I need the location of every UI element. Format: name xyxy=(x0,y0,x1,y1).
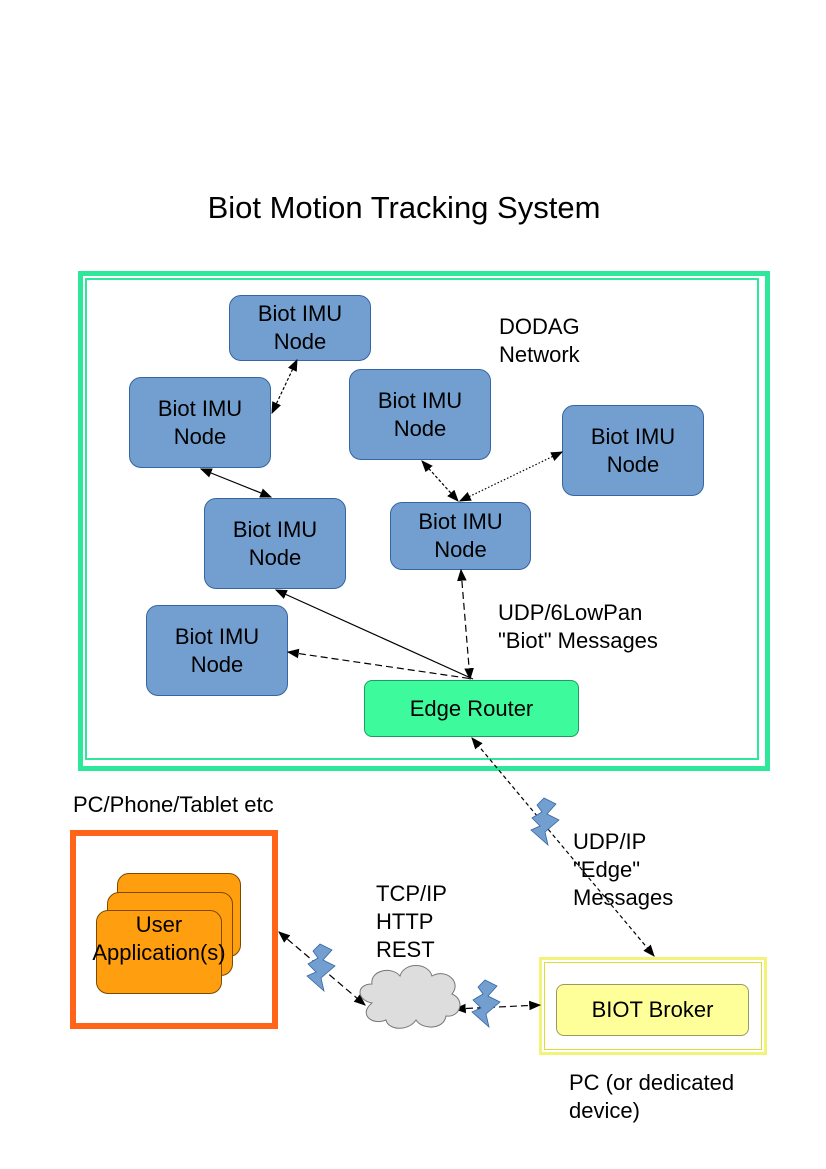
imu-node-upper-left: Biot IMU Node xyxy=(129,377,271,468)
link-router-to-broker xyxy=(471,737,655,957)
link-upper-left-to-center-left xyxy=(199,468,273,498)
user-application-label: User Application(s) xyxy=(92,912,226,965)
wireless-icon-broker xyxy=(471,979,501,1029)
dodag-network-boundary xyxy=(78,271,770,771)
imu-node-center: Biot IMU Node xyxy=(390,502,531,570)
imu-node-top: Biot IMU Node xyxy=(229,295,371,361)
link-upper-middle-to-center xyxy=(421,460,459,502)
device-boundary xyxy=(70,830,278,1029)
edge-router: Edge Router xyxy=(364,680,579,737)
wireless-icon-edge xyxy=(530,797,560,847)
tcp-ip-label: TCP/IP HTTP REST xyxy=(376,881,447,962)
internet-cloud-icon xyxy=(359,965,461,1029)
link-center-to-router xyxy=(457,568,474,681)
dodag-network-inner-border xyxy=(85,278,759,760)
biot-broker: BIOT Broker xyxy=(556,984,749,1036)
imu-node-right: Biot IMU Node xyxy=(562,405,704,496)
diagram-title: Biot Motion Tracking System xyxy=(207,190,601,225)
link-center-left-to-router xyxy=(274,589,474,680)
broker-caption: PC (or dedicated device) xyxy=(569,1070,735,1123)
link-cloud-to-broker xyxy=(453,1000,542,1014)
broker-inner-border xyxy=(544,962,762,1050)
link-lower-left-to-router xyxy=(286,648,474,680)
imu-node-center-left: Biot IMU Node xyxy=(204,498,346,589)
app-stack-front xyxy=(96,910,222,994)
device-label: PC/Phone/Tablet etc xyxy=(73,792,274,817)
imu-node-lower-left: Biot IMU Node xyxy=(146,605,288,696)
link-top-to-upper-left xyxy=(271,358,298,415)
imu-node-upper-middle: Biot IMU Node xyxy=(349,369,491,460)
link-right-to-center xyxy=(458,451,564,502)
wireless-icon-device xyxy=(306,943,336,993)
dodag-network-label: DODAG Network xyxy=(499,314,580,367)
udp-6lowpan-label: UDP/6LowPan "Biot" Messages xyxy=(498,600,658,653)
